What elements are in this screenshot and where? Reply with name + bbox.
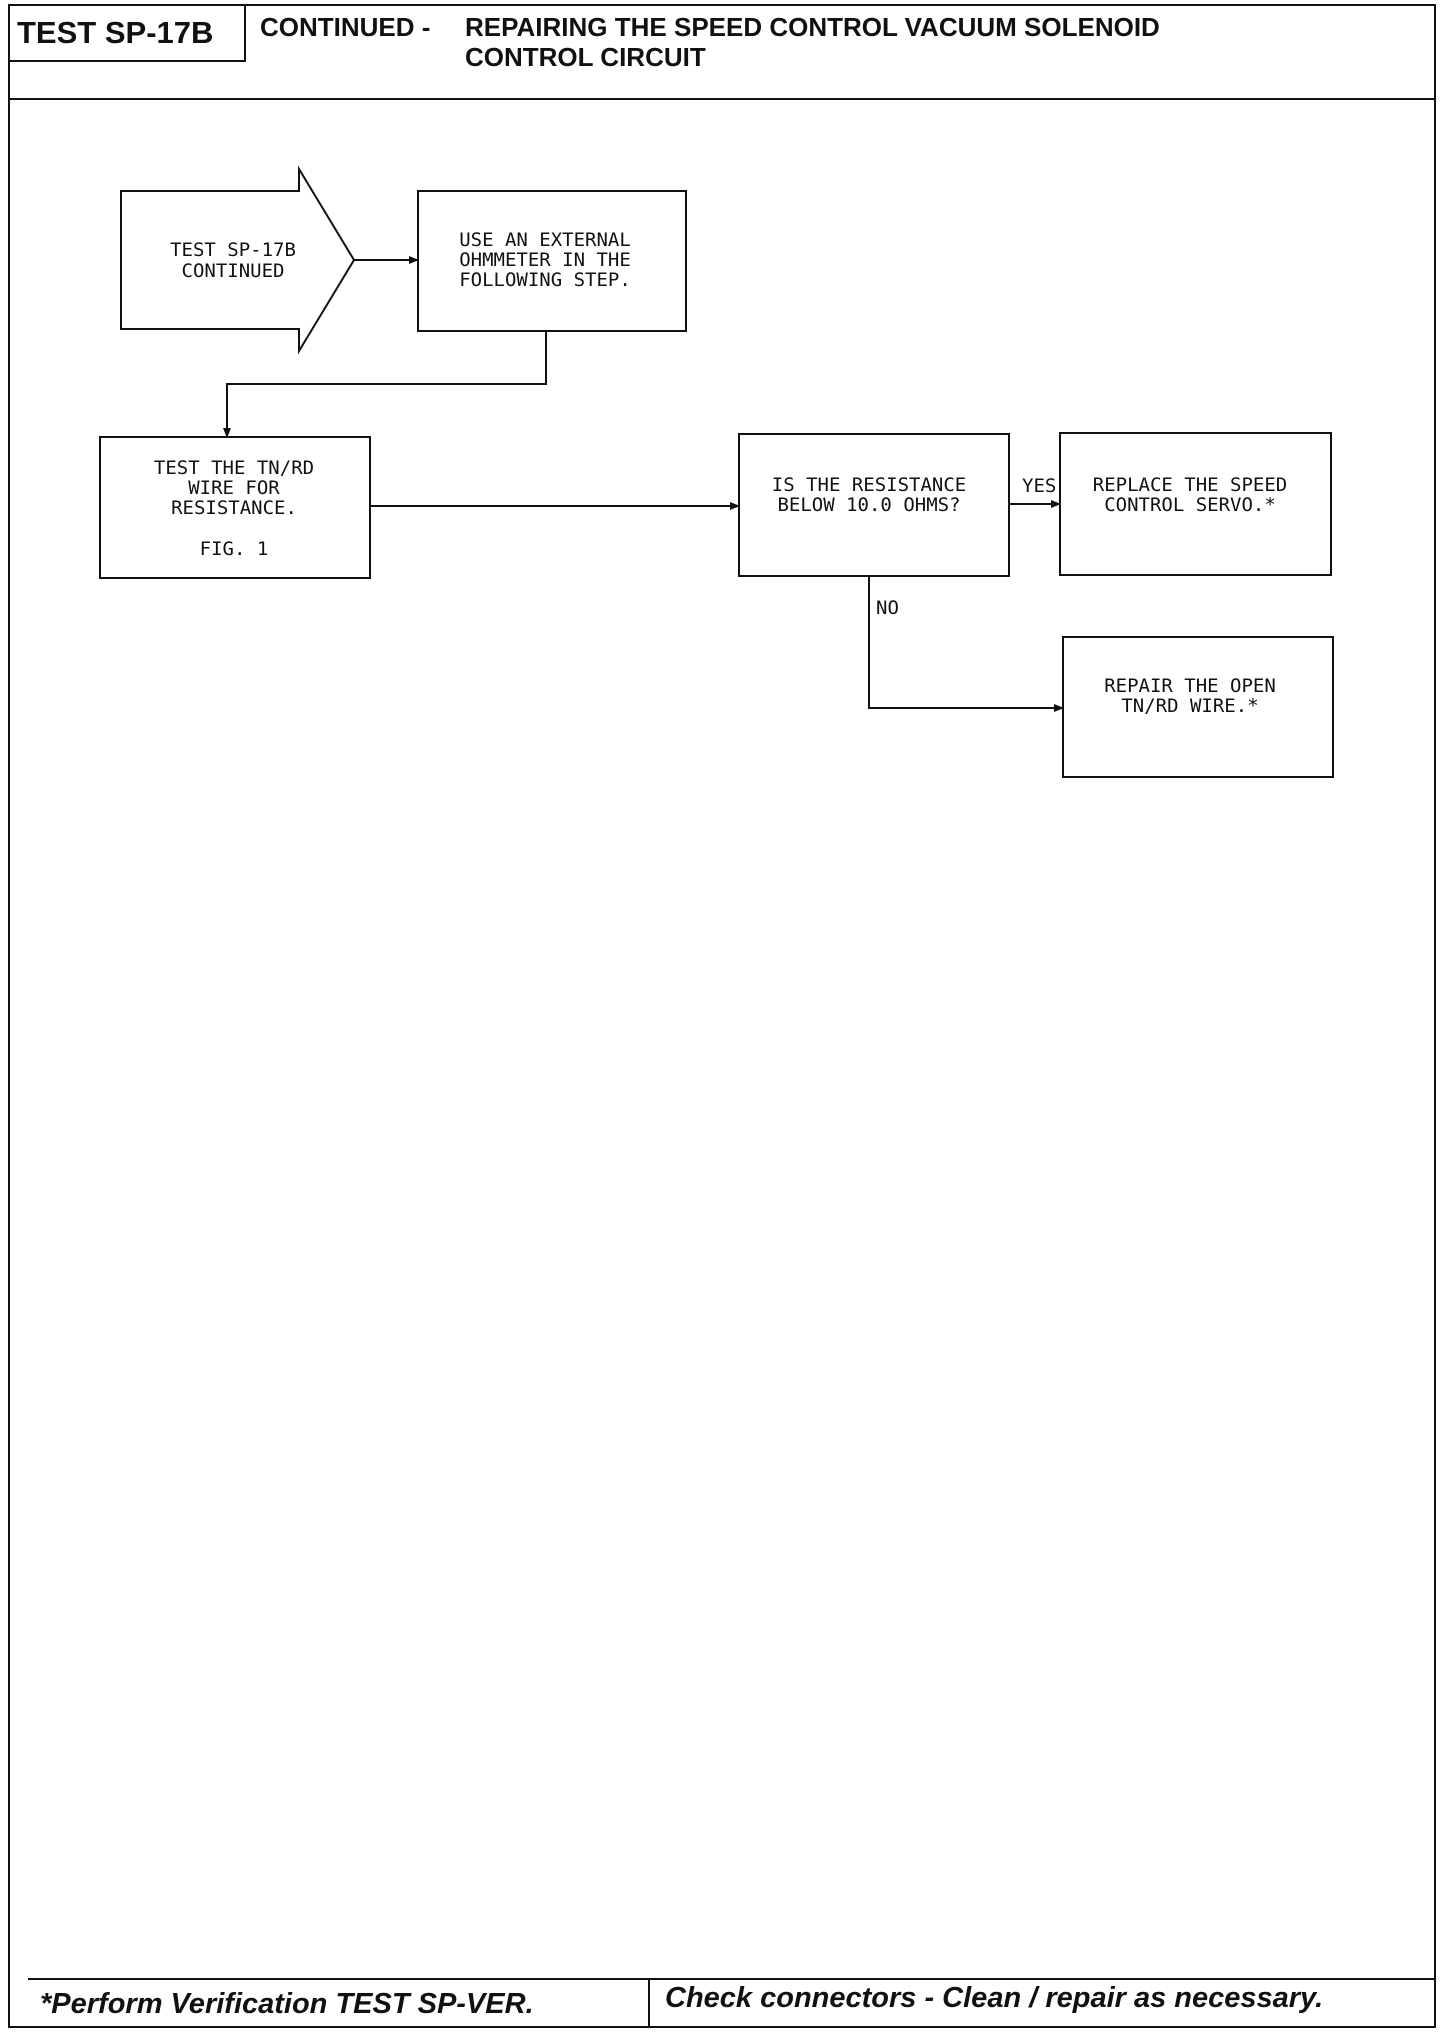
yes-label: YES	[1022, 475, 1056, 497]
footer-divider	[28, 1978, 1436, 1980]
page-title-line1: REPAIRING THE SPEED CONTROL VACUUM SOLEN…	[465, 12, 1160, 42]
decision-line1: IS THE RESISTANCE	[772, 474, 966, 496]
step-test-wire-line1: TEST THE TN/RD	[154, 457, 314, 479]
step-test-wire-fig: FIG. 1	[200, 538, 269, 560]
no-label: NO	[876, 597, 899, 619]
header-continued: CONTINUED -	[260, 12, 431, 42]
test-id-box: TEST SP-17B	[8, 4, 246, 62]
step-test-wire-line2: WIRE FOR	[188, 477, 280, 499]
result-repair-wire-box	[1062, 636, 1334, 778]
page-title-line2: CONTROL CIRCUIT	[465, 42, 706, 72]
result-replace-servo-box	[1059, 432, 1332, 576]
result-replace-servo-line2: CONTROL SERVO.*	[1104, 494, 1276, 516]
result-repair-wire-line2: TN/RD WIRE.*	[1121, 695, 1258, 717]
start-label-line2: CONTINUED	[182, 260, 285, 282]
footer-verification-note: *Perform Verification TEST SP-VER.	[40, 1988, 534, 2020]
header-divider	[8, 98, 1436, 100]
step-ohmmeter-line2: OHMMETER IN THE	[459, 249, 631, 271]
page-frame	[8, 4, 1436, 2028]
step-ohmmeter-line1: USE AN EXTERNAL	[459, 229, 631, 251]
arrow-step1-to-step2	[223, 331, 547, 438]
footer-separator	[648, 1978, 650, 2028]
step-ohmmeter-line3: FOLLOWING STEP.	[459, 269, 631, 291]
step-test-wire-line3: RESISTANCE.	[171, 497, 297, 519]
footer-connectors-note: Check connectors - Clean / repair as nec…	[665, 1982, 1324, 2014]
result-replace-servo-line1: REPLACE THE SPEED	[1093, 474, 1287, 496]
result-repair-wire-line1: REPAIR THE OPEN	[1104, 675, 1276, 697]
start-label-line1: TEST SP-17B	[170, 239, 296, 261]
start-arrow-shape	[120, 165, 356, 355]
decision-line2: BELOW 10.0 OHMS?	[777, 494, 960, 516]
arrow-no	[868, 576, 1064, 712]
step-test-wire-box	[99, 436, 371, 579]
